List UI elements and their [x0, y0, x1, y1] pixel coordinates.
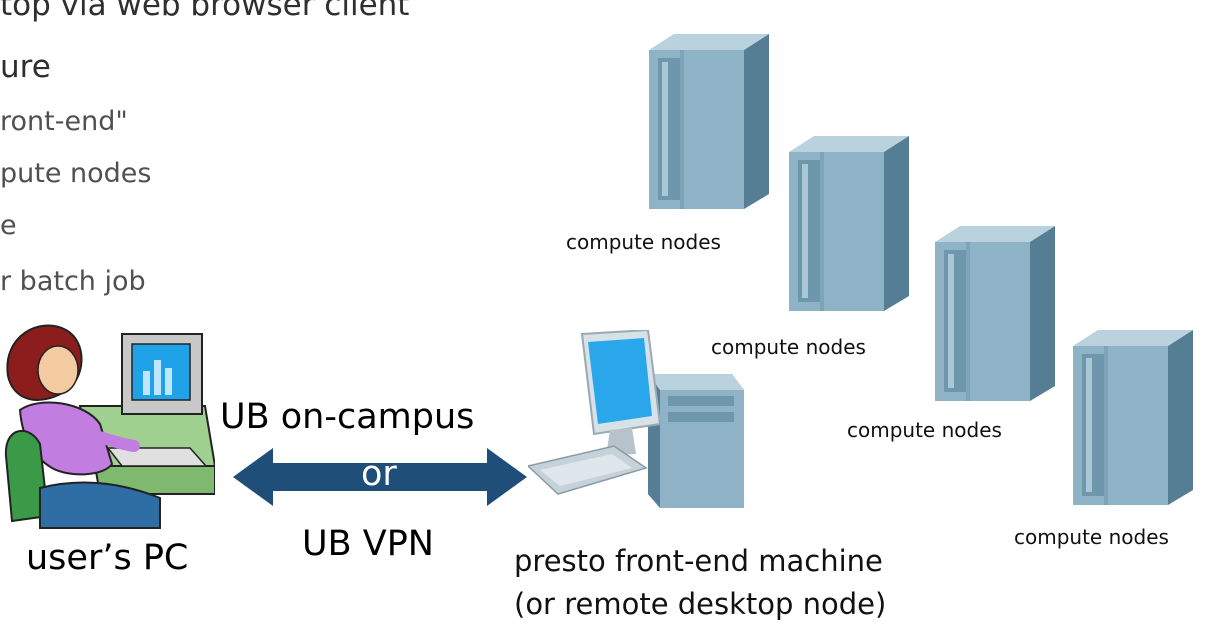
bullet-line-2: ure — [0, 49, 51, 85]
server-tower-icon — [644, 34, 794, 209]
server-tower-icon — [930, 226, 1080, 401]
bullet-line-4: pute nodes — [0, 158, 152, 189]
link-label-vpn: UB VPN — [302, 524, 434, 564]
bullet-line-6: r batch job — [0, 266, 146, 297]
bullet-line-3: ront-end" — [0, 106, 128, 137]
bullet-line-1: top via web browser client — [0, 0, 410, 23]
frontend-machine-icon — [528, 330, 748, 520]
compute-nodes-label: compute nodes — [1014, 525, 1169, 549]
server-tower-icon — [784, 136, 934, 311]
frontend-label-line-1: presto front-end machine — [514, 544, 883, 578]
server-tower-icon — [1068, 330, 1207, 505]
connection-arrow-icon — [233, 448, 527, 506]
link-label-on-campus: UB on-campus — [220, 397, 475, 437]
user-at-computer-icon — [0, 316, 215, 531]
user-pc-label: user’s PC — [26, 538, 189, 578]
bullet-line-5: e — [0, 210, 17, 241]
compute-nodes-label: compute nodes — [847, 418, 1002, 442]
compute-nodes-label: compute nodes — [566, 230, 721, 254]
compute-nodes-label: compute nodes — [711, 335, 866, 359]
link-label-or: or — [361, 454, 397, 494]
frontend-label-line-2: (or remote desktop node) — [514, 587, 887, 621]
